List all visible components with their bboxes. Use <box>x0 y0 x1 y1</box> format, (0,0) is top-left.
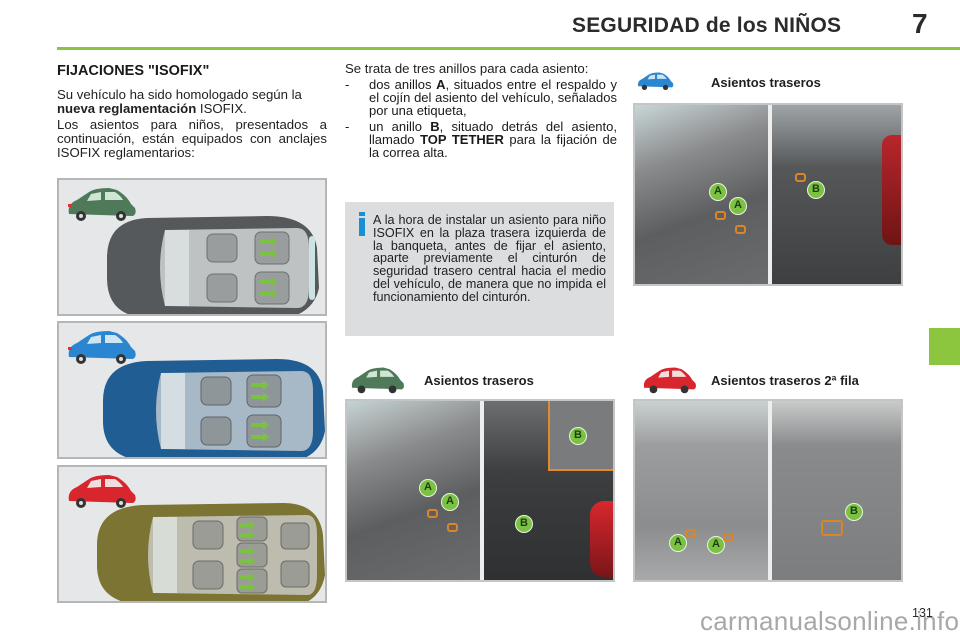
photo-divider <box>480 401 484 580</box>
top-tether-ring <box>821 520 843 536</box>
photo-divider <box>768 105 772 284</box>
chapter-number: 7 <box>912 8 928 39</box>
topview-red-car <box>57 465 327 603</box>
marker-a: A <box>707 536 725 554</box>
isofix-ring <box>715 211 726 220</box>
list-item-ring-a: - dos anillos A, situados entre el respal… <box>345 78 617 118</box>
photo-label-green: Asientos traseros <box>424 373 534 388</box>
trunk-photo <box>484 401 613 580</box>
car-topview-illustration <box>68 188 319 314</box>
watermark: carmanualsonline.info <box>700 606 960 636</box>
marker-a: A <box>729 197 747 215</box>
green-car-icon <box>351 367 404 394</box>
photo-label-red: Asientos traseros 2ª fila <box>711 373 859 388</box>
marker-a: A <box>709 183 727 201</box>
emphasis-text: TOP TETHER <box>420 131 504 147</box>
chapter-tab-marker <box>929 328 960 365</box>
bullet-dash: - <box>345 77 350 92</box>
text-run: ISOFIX. <box>196 101 247 116</box>
text-run: para la fijación de la correa alta. <box>369 131 618 161</box>
emphasis-text: B <box>430 118 440 134</box>
rings-list: - dos anillos A, situados entre el respal… <box>345 78 617 161</box>
info-note-text: A la hora de instalar un asiento para ni… <box>373 213 606 304</box>
rear-bench-photo <box>635 105 768 284</box>
text-run: , situados entre el respaldo y el cojín … <box>369 77 617 119</box>
isofix-ring <box>723 533 734 542</box>
page-number: 131 <box>912 606 933 620</box>
section-title: FIJACIONES "ISOFIX" <box>57 63 210 79</box>
photo-green-rear-seats: A A B B <box>345 399 615 582</box>
bullet-dash: - <box>345 118 350 134</box>
red-car-icon <box>643 367 696 394</box>
marker-a: A <box>669 534 687 552</box>
photo-divider <box>768 401 772 580</box>
photo-red-second-row: A A B <box>633 399 903 582</box>
top-tether-ring <box>795 173 806 182</box>
text-run: , situado detrás del asiento, llamado <box>369 118 617 147</box>
car-side-icon <box>68 331 136 364</box>
text-run: Su vehículo ha sido homologado según la <box>57 87 302 102</box>
car-topview-illustration <box>68 331 325 457</box>
marker-b: B <box>807 181 825 199</box>
isofix-ring <box>427 509 438 518</box>
text-run: un anillo <box>369 118 431 134</box>
blue-car-icon <box>637 72 674 90</box>
seat-back-photo <box>772 401 901 580</box>
topview-blue-car <box>57 321 327 459</box>
list-item-ring-b: - un anillo B, situado detrás del asiento… <box>345 118 618 161</box>
marker-b: B <box>515 515 533 533</box>
text-run: dos anillos <box>369 77 437 92</box>
photo-blue-rear-seats: A A B <box>633 103 903 286</box>
rear-bench-photo <box>347 401 480 580</box>
chapter-title: SEGURIDAD de los NIÑOS <box>572 14 842 37</box>
info-icon <box>359 212 365 236</box>
car-topview-illustration <box>68 475 325 601</box>
header-divider <box>57 47 960 50</box>
topview-green-car <box>57 178 327 316</box>
emphasis-text: A <box>436 77 446 92</box>
isofix-ring <box>447 523 458 532</box>
rings-intro: Se trata de tres anillos para cada asien… <box>345 61 589 76</box>
marker-b: B <box>845 503 863 521</box>
seats-paragraph: Los asientos para niños, presentados a c… <box>57 117 327 160</box>
marker-a: A <box>419 479 437 497</box>
marker-a: A <box>441 493 459 511</box>
car-side-icon <box>68 475 136 508</box>
marker-b: B <box>569 427 587 445</box>
homologation-paragraph: Su vehículo ha sido homologado según la … <box>57 88 327 116</box>
info-note-box: A la hora de instalar un asiento para ni… <box>345 202 614 336</box>
photo-label-blue: Asientos traseros <box>711 75 821 90</box>
car-side-icon <box>68 188 136 221</box>
isofix-ring <box>735 225 746 234</box>
second-row-seat-photo <box>635 401 768 580</box>
trunk-photo <box>772 105 901 284</box>
emphasis-text: nueva reglamentación <box>57 101 197 116</box>
isofix-ring <box>685 529 696 538</box>
